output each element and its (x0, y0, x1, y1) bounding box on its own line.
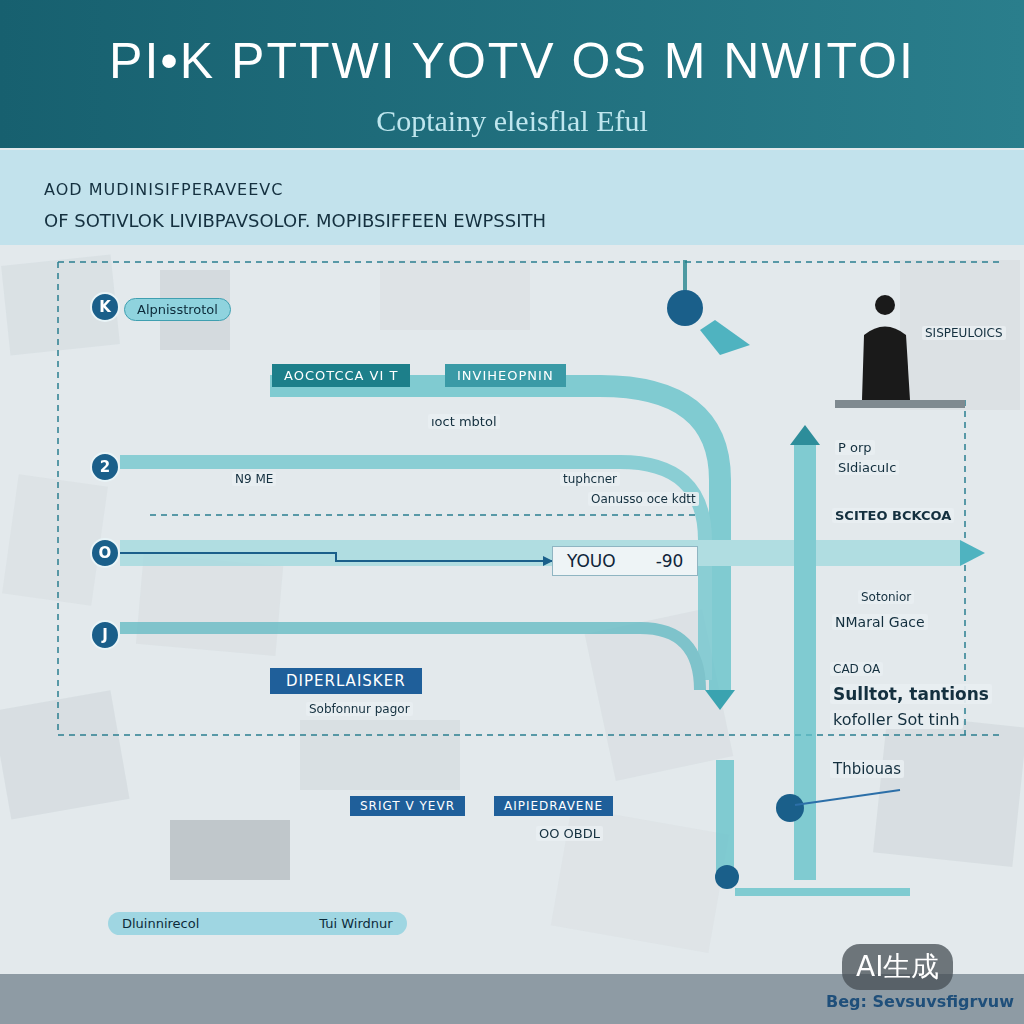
callout-circle: J (90, 620, 120, 650)
process-box: SRIGT V YEVR (350, 796, 465, 816)
connector (120, 553, 552, 561)
text-label: Sotonior (858, 590, 914, 604)
text-label: kofoller Sot tinh (830, 710, 963, 729)
text-label: Coptainy eleisflal Eful (0, 104, 1024, 138)
node-text: INVIHEOPNIN (457, 368, 554, 383)
callout-circle: 2 (90, 452, 120, 482)
text-label: tuphcner (560, 472, 620, 486)
text-label: SCITEO BCKCOA (832, 508, 954, 523)
node-text: YOUO (567, 551, 616, 571)
node-text: Tui Wirdnur (319, 916, 392, 931)
node-text: AIPIEDRAVENE (504, 799, 603, 813)
text-label: Oanusso oce kdtt (588, 492, 699, 506)
value-box: YOUO -90 (552, 546, 698, 576)
text-label: SISPEULOICS (922, 326, 1006, 340)
person-figure (862, 295, 910, 400)
node-text: J (102, 626, 108, 644)
text-label: NMaral Gace (832, 614, 928, 630)
text-label: ıoct mbtol (428, 414, 500, 429)
node-text: DIPERLAISKER (286, 672, 406, 690)
text-label: Sobfonnur pagor (306, 702, 413, 716)
text-label: CAD OA (830, 662, 883, 676)
title: PI•K PTTWI YOTV OS M NWITOI (0, 32, 1024, 90)
node-text: 2 (100, 458, 110, 476)
callout-circle: K (90, 292, 120, 322)
header-band: AOCOTCCA VI T (272, 364, 410, 387)
watermark: AI生成 (842, 944, 953, 990)
text-label: OF SOTIVLOK LIVIBPAVSOLOF. MOPIBSIFFEEN … (44, 210, 546, 231)
node-text: Dluinnirecol (122, 916, 199, 931)
text-label: SIdiacuIc (835, 460, 899, 475)
text-label: P orp (835, 440, 875, 455)
text-label: AOD MUDINISIFPERAVEEVC (44, 180, 283, 199)
text-label: OO OBDL (536, 826, 603, 841)
collage (0, 254, 1024, 953)
process-box: DIPERLAISKER (270, 668, 422, 694)
process-box: AIPIEDRAVENE (494, 796, 613, 816)
header-band: INVIHEOPNIN (445, 364, 566, 387)
label-pill: Alpnisstrotol (124, 298, 231, 321)
node-text: -90 (656, 551, 684, 571)
node-text: O (99, 544, 112, 562)
text-label: Thbiouas (830, 760, 904, 778)
node-text: Alpnisstrotol (137, 302, 218, 317)
text-label: N9 ME (232, 472, 276, 486)
node-text: SRIGT V YEVR (360, 799, 455, 813)
text-label: Sulltot, tantions (830, 684, 992, 704)
node-text: K (99, 298, 111, 316)
text-label: Beg: Sevsuvsfigrvuw (826, 992, 1014, 1011)
callout-circle: O (90, 538, 120, 568)
node-text: AOCOTCCA VI T (284, 368, 398, 383)
footer-band: Dluinnirecol Tui Wirdnur (108, 912, 407, 935)
